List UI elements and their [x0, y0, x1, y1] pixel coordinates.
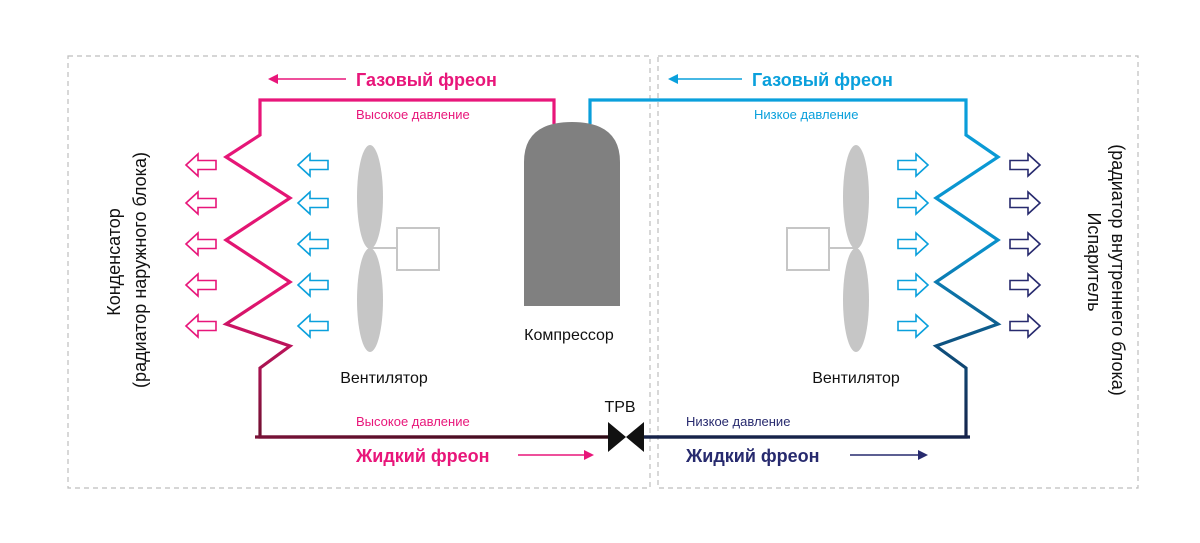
outdoor-unit-box — [67, 55, 651, 489]
valve-label: ТРВ — [604, 399, 635, 416]
indoor-unit-box — [657, 55, 1139, 489]
right-top-pressure: Низкое давление — [754, 107, 858, 122]
arrow-icon — [268, 74, 346, 84]
airflow-arrow-icon — [1009, 313, 1042, 339]
airflow-arrow-icon — [184, 231, 217, 257]
airflow-arrow-icon — [897, 231, 930, 257]
arrow-icon — [668, 74, 742, 84]
airflow-arrow-icon — [296, 190, 329, 216]
airflow-arrow-icon — [184, 313, 217, 339]
airflow-arrow-icon — [897, 272, 930, 298]
left-fan-label: Вентилятор — [340, 370, 428, 387]
airflow-arrow-icon — [296, 313, 329, 339]
left-gas-label: Газовый фреон — [356, 70, 497, 90]
airflow-arrow-icon — [897, 190, 930, 216]
right-fan — [786, 145, 869, 352]
airflow-arrow-icon — [296, 272, 329, 298]
left-fan — [357, 145, 440, 352]
motor-icon — [396, 227, 440, 271]
left-liquid-label: Жидкий фреон — [355, 446, 490, 466]
arrow-icon — [518, 450, 594, 460]
right-liquid-label: Жидкий фреон — [685, 446, 820, 466]
airflow-arrow-icon — [1009, 190, 1042, 216]
condenser-sublabel: (радиатор наружного блока) — [130, 152, 150, 388]
fan-blade-bottom — [843, 248, 869, 352]
fan-blade-top — [357, 145, 383, 249]
motor-icon — [786, 227, 830, 271]
airflow-arrow-icon — [897, 313, 930, 339]
airflow-arrow-icon — [897, 152, 930, 178]
airflow-arrow-icon — [1009, 152, 1042, 178]
fan-blade-top — [843, 145, 869, 249]
left-top-pressure: Высокое давление — [356, 107, 470, 122]
fan-blade-bottom — [357, 248, 383, 352]
airflow-arrows — [184, 152, 1042, 339]
airflow-arrow-icon — [1009, 231, 1042, 257]
condenser-label: Конденсатор — [104, 208, 124, 316]
compressor-label: Компрессор — [524, 327, 614, 344]
evaporator-sublabel: (радиатор внутреннего блока) — [1108, 144, 1128, 396]
right-pipe-loop — [588, 98, 1002, 439]
right-bottom-pressure: Низкое давление — [686, 414, 790, 429]
right-fan-label: Вентилятор — [812, 370, 900, 387]
arrow-icon — [850, 450, 928, 460]
left-bottom-pressure: Высокое давление — [356, 414, 470, 429]
airflow-arrow-icon — [184, 272, 217, 298]
airflow-arrow-icon — [1009, 272, 1042, 298]
evaporator-label: Испаритель — [1084, 212, 1104, 311]
right-gas-label: Газовый фреон — [752, 70, 893, 90]
airflow-arrow-icon — [184, 190, 217, 216]
left-pipe-loop — [222, 98, 612, 439]
airflow-arrow-icon — [296, 152, 329, 178]
airflow-arrow-icon — [184, 152, 217, 178]
airflow-arrow-icon — [296, 231, 329, 257]
valve-icon — [608, 422, 644, 452]
compressor-icon — [524, 122, 620, 306]
